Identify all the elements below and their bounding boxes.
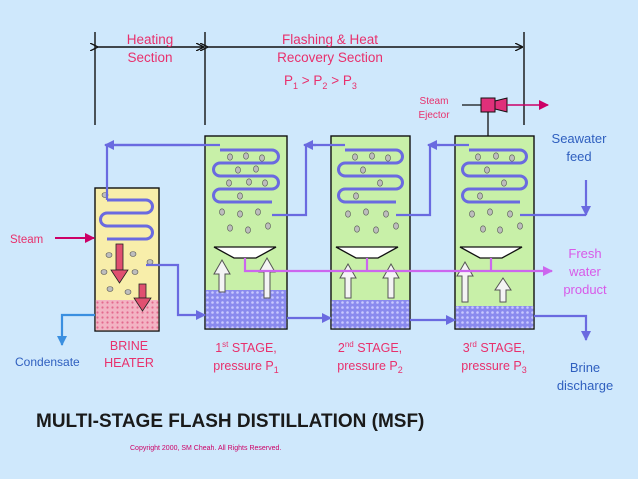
stage-2-coil: [337, 148, 404, 204]
heating-section-label-2: Section: [127, 50, 172, 65]
stage-1-coil: [212, 148, 280, 204]
brine-heater-label-1: BRINE: [110, 339, 148, 353]
brine-heater-label-2: HEATER: [104, 356, 154, 370]
steam-ejector-label-1: Steam: [420, 96, 449, 107]
seawater-feed-label-1: Seawater: [552, 131, 608, 146]
fresh-water-label-2: water: [568, 264, 601, 279]
collection-trays: [213, 246, 523, 259]
fresh-water-label-3: product: [563, 282, 607, 297]
seawater-feed-label-2: feed: [566, 149, 591, 164]
brine-heater: [94, 187, 160, 332]
brine-discharge-label-2: discharge: [557, 378, 613, 393]
stage-1-pressure: pressure P1: [213, 359, 278, 375]
condensate-outlet-arrow: [57, 313, 95, 346]
copyright-note: Copyright 2000, SM Cheah. All Rights Res…: [130, 445, 281, 452]
steam-ejector-label-2: Ejector: [418, 110, 450, 121]
section-dividers: [95, 32, 525, 125]
brine-discharge-label-1: Brine: [570, 360, 600, 375]
vapor-droplets: [219, 152, 523, 234]
fresh-water-pipe: [243, 258, 553, 276]
stage-2-label: 2nd STAGE,: [338, 340, 402, 355]
diagram-title: MULTI-STAGE FLASH DISTILLATION (MSF): [36, 411, 424, 432]
steam-label: Steam: [10, 234, 43, 246]
stage-3-pressure: pressure P3: [461, 359, 526, 375]
flashing-section-label-2: Recovery Section: [277, 50, 383, 65]
stage-3-label: 3rd STAGE,: [463, 340, 525, 355]
pressure-relation: P1 > P2 > P3: [284, 73, 357, 91]
stage-2-tank: [330, 135, 411, 330]
fresh-water-label-1: Fresh: [568, 246, 601, 261]
steam-ejector-icon: [462, 97, 549, 136]
seawater-pipes: [104, 140, 591, 341]
stage-1-label: 1st STAGE,: [215, 340, 277, 355]
flashing-section-label-1: Flashing & Heat: [282, 32, 378, 47]
stage-3-coil: [461, 148, 528, 204]
condensate-label: Condensate: [15, 355, 80, 369]
stage-2-pressure: pressure P2: [337, 359, 402, 375]
heating-section-label-1: Heating: [127, 32, 174, 47]
